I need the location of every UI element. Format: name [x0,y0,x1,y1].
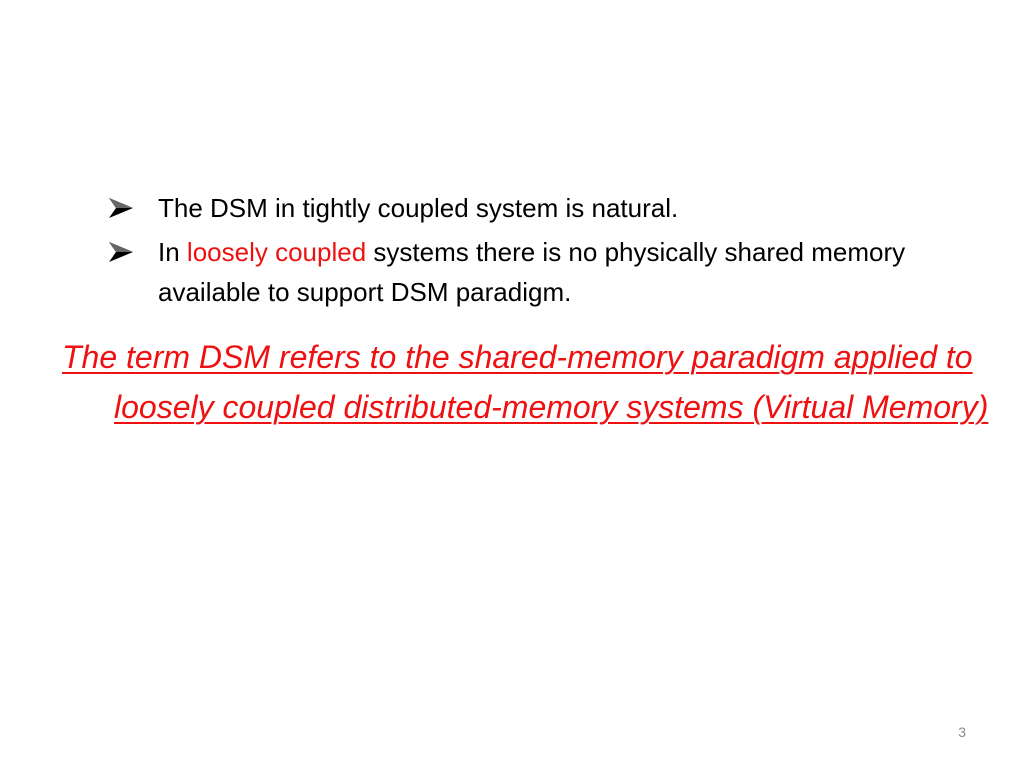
page-number: 3 [958,724,966,740]
bullet-item: In loosely coupled systems there is no p… [108,232,968,312]
bullet-item: The DSM in tightly coupled system is nat… [108,188,968,228]
bullet-list: The DSM in tightly coupled system is nat… [108,188,968,316]
arrowhead-bullet-icon [108,232,138,272]
definition-statement: The term DSM refers to the shared-memory… [62,339,989,425]
bullet-text-suffix: systems there is no physically shared me… [158,237,906,307]
arrowhead-bullet-icon [108,188,138,228]
bullet-text-highlight: loosely coupled [186,237,367,267]
bullet-text: The DSM in tightly coupled system is nat… [158,193,679,223]
bullet-text-prefix: In [158,237,187,267]
